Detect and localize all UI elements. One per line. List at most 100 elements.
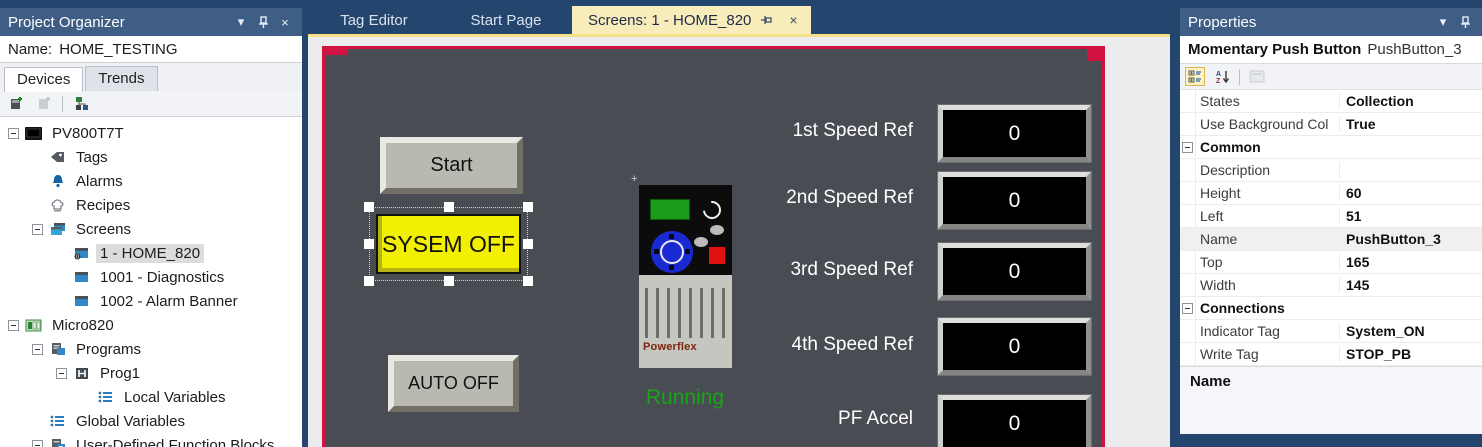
- property-row-indicator-tag[interactable]: Indicator Tag System_ON: [1180, 320, 1482, 343]
- screen-home-icon: 0: [73, 245, 90, 262]
- collapse-icon[interactable]: [1182, 141, 1193, 153]
- chevron-down-icon[interactable]: ▾: [237, 14, 245, 29]
- tree-item-udfb[interactable]: User-Defined Function Blocks: [0, 433, 302, 447]
- organizer-tabs: Devices Trends: [0, 63, 302, 92]
- tree-item-alarms[interactable]: Alarms: [0, 169, 302, 193]
- label-3rd-speed-ref[interactable]: 3rd Speed Ref: [790, 259, 913, 280]
- collapse-icon[interactable]: [56, 367, 67, 379]
- selection-handle[interactable]: [523, 202, 533, 212]
- collapse-icon[interactable]: [8, 319, 19, 331]
- drive-stop-button: [709, 247, 725, 264]
- tab-devices[interactable]: Devices: [4, 67, 84, 92]
- categorized-view-icon[interactable]: [1185, 67, 1205, 86]
- tree-item-diagnostics[interactable]: 1001 - Diagnostics: [0, 265, 302, 289]
- tree-item-home-820[interactable]: 0 1 - HOME_820: [0, 241, 302, 265]
- numeric-display-4th-speed[interactable]: 0: [937, 317, 1092, 376]
- tree-item-micro820[interactable]: Micro820: [0, 313, 302, 337]
- tree-item-local-variables[interactable]: Local Variables: [0, 385, 302, 409]
- tree-item-screens[interactable]: Screens: [0, 217, 302, 241]
- category-row-common[interactable]: Common: [1180, 136, 1482, 159]
- add-item-disabled-icon: [34, 94, 54, 113]
- tree-item-tags[interactable]: Tags: [0, 145, 302, 169]
- collapse-icon[interactable]: [1182, 302, 1193, 314]
- running-status-text[interactable]: Running: [645, 386, 725, 409]
- selection-handle[interactable]: [364, 276, 374, 286]
- numeric-display-3rd-speed[interactable]: 0: [937, 242, 1092, 301]
- tab-screens-home-820[interactable]: Screens: 1 - HOME_820 ×: [572, 6, 812, 34]
- selection-handle[interactable]: [364, 239, 374, 249]
- device-organizer-icon[interactable]: [71, 94, 91, 113]
- powerflex-drive-image[interactable]: Powerflex: [639, 185, 732, 368]
- tree-item-global-variables[interactable]: Global Variables: [0, 409, 302, 433]
- sysem-off-button-widget[interactable]: SYSEM OFF: [376, 214, 521, 274]
- collapse-icon[interactable]: [32, 343, 43, 355]
- property-row-name[interactable]: Name PushButton_3: [1180, 228, 1482, 251]
- project-name-row: Name: HOME_TESTING: [0, 36, 302, 63]
- document-well: Start SYSEM OFF AUTO OFF +: [308, 37, 1170, 447]
- selection-handle[interactable]: [443, 276, 454, 286]
- numeric-display-2nd-speed[interactable]: 0: [937, 171, 1092, 230]
- selection-handle[interactable]: [523, 276, 533, 286]
- hmi-screen-canvas[interactable]: Start SYSEM OFF AUTO OFF +: [322, 46, 1105, 447]
- property-row-top[interactable]: Top 165: [1180, 251, 1482, 274]
- numeric-display-pf-accel[interactable]: 0: [937, 394, 1092, 447]
- close-icon[interactable]: ×: [281, 14, 289, 30]
- label-2nd-speed-ref[interactable]: 2nd Speed Ref: [786, 187, 913, 208]
- property-row-height[interactable]: Height 60: [1180, 182, 1482, 205]
- property-row-use-background[interactable]: Use Background Col True: [1180, 113, 1482, 136]
- property-row-description[interactable]: Description: [1180, 159, 1482, 182]
- chevron-down-icon[interactable]: ▾: [1439, 14, 1447, 29]
- drive-brand-label: Powerflex: [643, 341, 697, 353]
- pin-icon[interactable]: [760, 14, 776, 26]
- svg-text:Z: Z: [1216, 78, 1221, 84]
- panel-footer: [1180, 434, 1482, 447]
- auto-off-button-widget[interactable]: AUTO OFF: [388, 355, 519, 412]
- numeric-display-1st-speed[interactable]: 0: [937, 104, 1092, 163]
- tab-tag-editor[interactable]: Tag Editor: [340, 11, 408, 29]
- label-4th-speed-ref[interactable]: 4th Speed Ref: [791, 334, 913, 355]
- selected-object-row: Momentary Push Button PushButton_3: [1180, 36, 1482, 64]
- screen-icon: [73, 293, 90, 310]
- tree-item-prog1[interactable]: Prog1: [0, 361, 302, 385]
- pad-arrow-left: [654, 249, 659, 254]
- property-row-left[interactable]: Left 51: [1180, 205, 1482, 228]
- drive-heatsink-fins: [645, 288, 725, 338]
- properties-titlebar: Properties ▾: [1180, 8, 1482, 36]
- tree-item-pv800t7t[interactable]: PV800T7T: [0, 121, 302, 145]
- properties-title: Properties: [1188, 13, 1257, 31]
- selection-handle[interactable]: [523, 239, 533, 249]
- svg-text:0: 0: [76, 254, 79, 260]
- tree-item-alarm-banner[interactable]: 1002 - Alarm Banner: [0, 289, 302, 313]
- drive-lcd-display: [650, 199, 690, 220]
- project-organizer-title: Project Organizer: [8, 13, 125, 31]
- tree-item-recipes[interactable]: Recipes: [0, 193, 302, 217]
- property-row-write-tag[interactable]: Write Tag STOP_PB: [1180, 343, 1482, 366]
- property-row-states[interactable]: States Collection: [1180, 90, 1482, 113]
- category-row-connections[interactable]: Connections: [1180, 297, 1482, 320]
- label-1st-speed-ref[interactable]: 1st Speed Ref: [792, 120, 913, 141]
- programs-icon: [49, 341, 66, 358]
- chef-hat-icon: [49, 197, 66, 214]
- pad-arrow-up: [669, 234, 674, 239]
- selection-handle[interactable]: [364, 202, 374, 212]
- project-name-value: HOME_TESTING: [59, 40, 178, 58]
- start-button-widget[interactable]: Start: [380, 137, 523, 194]
- selection-handle[interactable]: [443, 202, 454, 212]
- tab-start-page[interactable]: Start Page: [470, 11, 542, 29]
- pin-icon[interactable]: [254, 13, 272, 31]
- variables-icon: [49, 413, 66, 430]
- property-row-width[interactable]: Width 145: [1180, 274, 1482, 297]
- tab-trends[interactable]: Trends: [85, 66, 158, 91]
- collapse-icon[interactable]: [32, 223, 43, 235]
- collapse-icon[interactable]: [8, 127, 19, 139]
- pin-icon[interactable]: [1456, 13, 1474, 31]
- add-device-icon[interactable]: [6, 94, 26, 113]
- organizer-toolbar: [0, 91, 302, 117]
- svg-text:A: A: [1216, 71, 1221, 78]
- properties-panel: Properties ▾ Momentary Push Button PushB…: [1180, 8, 1482, 447]
- label-pf-accel[interactable]: PF Accel: [838, 408, 913, 429]
- close-icon[interactable]: ×: [789, 12, 798, 28]
- tree-item-programs[interactable]: Programs: [0, 337, 302, 361]
- collapse-icon[interactable]: [32, 439, 43, 447]
